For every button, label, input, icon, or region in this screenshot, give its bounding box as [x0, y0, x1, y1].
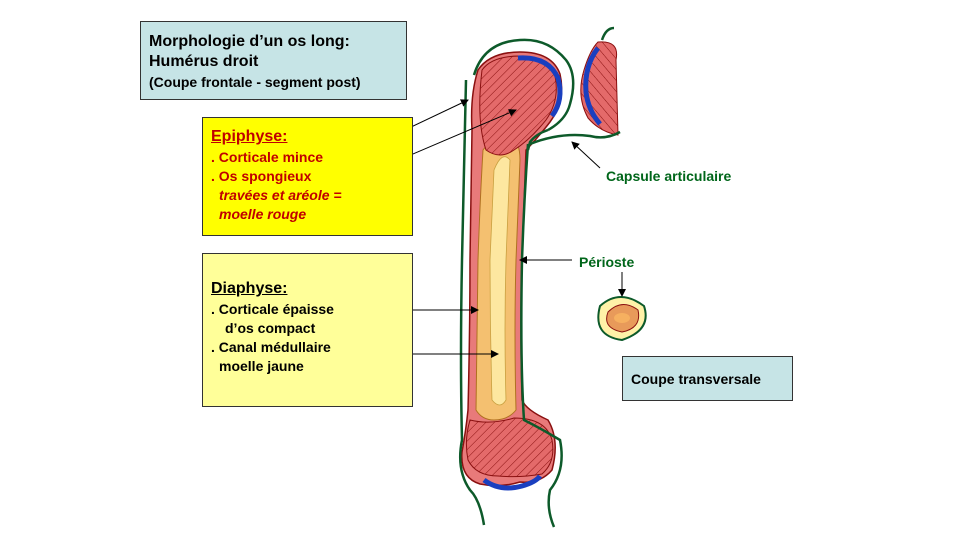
title-line-3: (Coupe frontale - segment post): [149, 74, 361, 90]
epiphyse-item: . Os spongieux: [211, 168, 312, 184]
diaphyse-item: . Corticale épaisse: [211, 301, 334, 317]
perioste-label: Périoste: [579, 254, 635, 270]
title-line-2: Humérus droit: [149, 53, 259, 70]
epiphyse-heading: Epiphyse:: [211, 128, 288, 145]
coupe-label: Coupe transversale: [631, 371, 761, 387]
transverse-section: [597, 272, 647, 342]
diaphyse-box: Diaphyse: . Corticale épaisse d’os compa…: [202, 253, 413, 407]
epiphyse-item: moelle rouge: [219, 206, 307, 222]
capsule-label: Capsule articulaire: [606, 168, 732, 184]
epiphyse-item: travées et aréole =: [219, 187, 342, 203]
glenoid-cavity: [580, 41, 619, 136]
epiphyse-item: . Corticale mince: [211, 149, 324, 165]
diaphyse-item: moelle jaune: [219, 358, 304, 374]
periosteum-capsule-outline: [459, 26, 621, 528]
title-box: Morphologie d’un os long: Humérus droit …: [140, 21, 407, 100]
diaphyse-item: d’os compact: [225, 320, 316, 336]
epiphyse-box: Epiphyse: . Corticale mince . Os spongie…: [202, 117, 413, 236]
humerus-bone: [461, 51, 563, 491]
diaphyse-item: . Canal médullaire: [211, 339, 331, 355]
title-line-1: Morphologie d’un os long:: [149, 33, 350, 50]
diaphyse-heading: Diaphyse:: [211, 280, 288, 297]
coupe-transversale-box: Coupe transversale: [622, 356, 793, 401]
